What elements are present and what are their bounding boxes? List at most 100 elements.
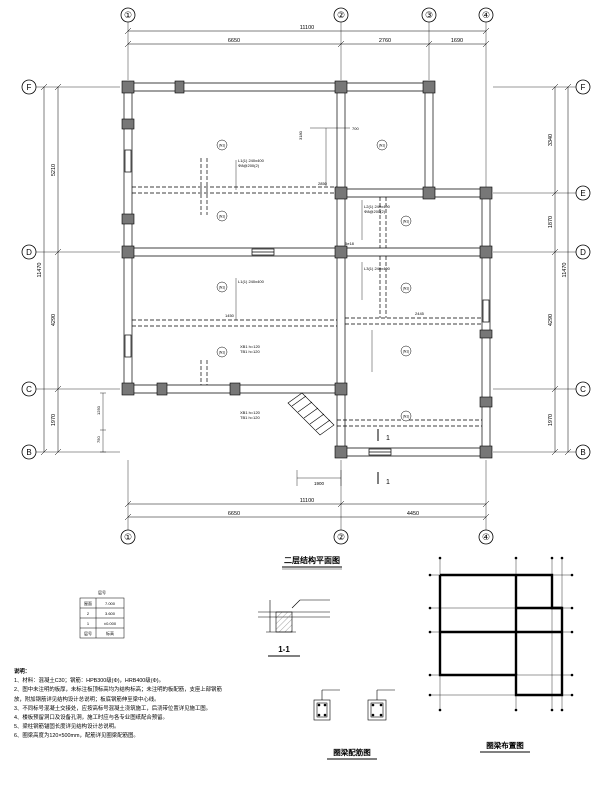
dim-750: 750 (96, 436, 101, 443)
slab-note-2: XB1 h=120 (240, 410, 261, 415)
elev-row1-b: 7.000 (105, 601, 116, 606)
beam-anno-b: L2(1) 240x400 (364, 204, 391, 209)
dim-1900: 1900 (314, 481, 325, 486)
slab-label-6: (N1) (403, 287, 410, 291)
axis-label-right-F: F (581, 83, 586, 92)
axis-label-top-1: ① (124, 10, 132, 20)
axis-label-left-F: F (27, 83, 32, 92)
note-line: 2、图中未注明的板厚，未标注板顶标高均为结构标高；未注明的板配筋，支座上部钢筋 (14, 687, 222, 694)
axis-label-top-3: ③ (425, 10, 433, 20)
ring-beam-layout (430, 558, 572, 710)
elevation-table (79, 597, 125, 639)
note-line: 3、不同标号混凝土交接处，应按高标号混凝土浇筑施工，后浇带位置详见施工图。 (14, 705, 212, 712)
elev-row4-b: 标高 (106, 630, 114, 636)
slab-label-3: (N1) (219, 215, 226, 219)
slab-label-8: (N1) (403, 350, 410, 354)
axis-label-left-B: B (26, 448, 31, 457)
dim-top-overall: 11100 (300, 25, 314, 31)
elev-row2-b: 3.600 (105, 611, 116, 616)
axis-bubbles-right (575, 79, 591, 460)
elev-row2-a: 2 (87, 611, 90, 616)
beam-dim-2850: 2850 (318, 181, 328, 186)
beam-dim-5e18: 5e18 (345, 241, 355, 246)
beam-anno-c: L3(1) 240x400 (364, 266, 391, 271)
grid-extension-lines (36, 22, 576, 530)
slab-label-2: (N1) (379, 144, 386, 148)
dim-right-seg1: 3340 (548, 134, 554, 146)
beam-dim-3180: 3180 (298, 130, 303, 140)
dim-right-seg3: 4290 (548, 314, 554, 326)
dim-1250: 1250 (96, 405, 101, 415)
section-mark-bottom: 1 (386, 479, 390, 486)
slab-label-7: (N1) (219, 351, 226, 355)
beam-dim-1450: 1450 (225, 313, 235, 318)
beam-detail-title: 圈梁配筋图 (333, 747, 371, 757)
axis-label-right-C: C (580, 385, 586, 394)
beam-anno-b2: Φ8@200(2) (364, 209, 386, 214)
beam-anno-a: L1(1) 240x400 (238, 158, 265, 163)
axis-label-right-D: D (580, 248, 586, 257)
dim-left-overall: 11470 (37, 263, 43, 278)
axis-label-bottom-4: ④ (482, 532, 490, 542)
notes-heading: 说明： (14, 669, 31, 675)
dim-left-seg1: 5210 (51, 164, 57, 176)
axis-label-top-2: ② (337, 10, 345, 20)
dim-top-seg2: 2760 (379, 38, 391, 44)
axis-bubbles-bottom (120, 529, 494, 545)
left-small-dims (100, 392, 106, 453)
slab-note-1: XB1 h=120 (240, 344, 261, 349)
note-line: 4、楼板预留洞口及设备孔洞，施工时应与各专业图纸配合预留。 (14, 715, 168, 722)
dimension-lines (40, 27, 572, 521)
design-notes: 说明： 1、材料：混凝土C30；钢筋：HPB300级(Φ)，HRB400级(Φ)… (14, 668, 310, 742)
axis-label-left-C: C (26, 385, 32, 394)
slab-label-4: (N1) (403, 220, 410, 224)
elev-row3-b: ±0.000 (104, 621, 117, 626)
slab-label-1: (N1) (219, 144, 226, 148)
slab-note-1b: TB1 h=120 (240, 349, 260, 354)
axis-bubbles-top (120, 7, 494, 23)
elev-row4-a: 层号 (84, 630, 92, 636)
section-1-1-title: 1-1 (278, 645, 290, 654)
axis-label-right-E: E (580, 189, 585, 198)
beam-annotations (235, 127, 373, 372)
section-mark-top: 1 (386, 435, 390, 442)
beam-dim-700: 700 (352, 126, 359, 131)
beam-anno-a2: Φ8@200(2) (238, 163, 260, 168)
stair-dims (296, 470, 342, 486)
note-line: 6、圈梁高度为120×500mm，配筋详见圈梁配筋图。 (14, 733, 139, 740)
axis-label-bottom-2: ② (337, 532, 345, 542)
ring-beam-layout-nodes (428, 556, 574, 712)
beams (123, 82, 491, 457)
beam-dim-2445: 2445 (415, 311, 425, 316)
beam-anno-d: L1(1) 240x400 (238, 279, 265, 284)
slab-markers (216, 139, 412, 422)
elev-row1-a: 屋面 (84, 600, 92, 606)
dim-left-seg2: 4290 (51, 314, 57, 326)
slab-label-9: (N1) (403, 415, 410, 419)
section-1-1-detail (258, 599, 330, 633)
elevation-table-header: 层号 (98, 589, 106, 595)
columns (121, 80, 493, 459)
dim-bottom-overall: 11100 (300, 498, 314, 504)
stair-diagonal (287, 392, 335, 436)
axis-label-left-D: D (26, 248, 32, 257)
dim-bottom-seg2: 4450 (407, 511, 419, 517)
dim-bottom-seg1: 6650 (228, 511, 240, 517)
ring-beam-title: 圈梁布置图 (486, 740, 524, 750)
dim-top-seg3: 1690 (451, 38, 463, 44)
note-line: 5、梁柱钢筋锚固长度详见结构设计总说明。 (14, 724, 120, 731)
dim-top-seg1: 6650 (228, 38, 240, 44)
dim-left-seg3: 1970 (51, 414, 57, 426)
slab-label-5: (N1) (219, 286, 226, 290)
slab-note-2b: TB1 h=120 (240, 415, 260, 420)
dim-right-overall: 11470 (562, 263, 568, 278)
ring-beam-detail (313, 689, 395, 721)
elev-row3-a: 1 (87, 621, 90, 626)
dim-right-seg4: 1970 (548, 414, 554, 426)
axis-bubbles-left (21, 79, 37, 460)
plan-title: 二层结构平面图 (284, 555, 340, 565)
axis-label-top-4: ④ (482, 10, 490, 20)
axis-label-right-B: B (580, 448, 585, 457)
axis-label-bottom-1: ① (124, 532, 132, 542)
